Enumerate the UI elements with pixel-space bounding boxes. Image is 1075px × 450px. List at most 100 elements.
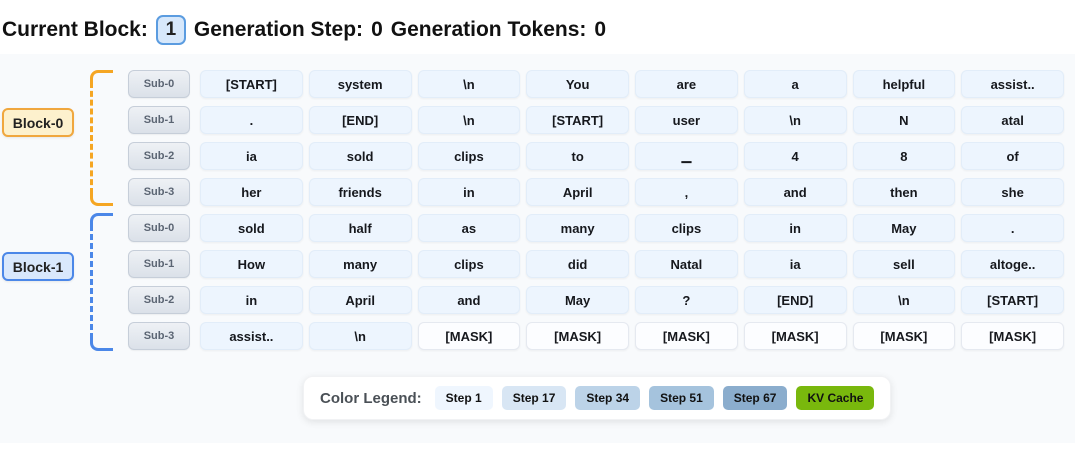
bracket-cap-bottom bbox=[90, 191, 113, 206]
token-cell[interactable]: user bbox=[635, 106, 738, 134]
block-label-1[interactable]: Block-1 bbox=[2, 252, 74, 281]
token-cell[interactable]: ia bbox=[743, 250, 847, 278]
mask-token-cell[interactable]: [MASK] bbox=[526, 322, 629, 350]
token-cell[interactable]: helpful bbox=[852, 70, 956, 98]
mask-token-cell[interactable]: [MASK] bbox=[635, 322, 738, 350]
sub-label-button[interactable]: Sub-0 bbox=[128, 70, 190, 98]
token-cell[interactable]: are bbox=[635, 70, 738, 98]
token-cell[interactable]: in bbox=[417, 178, 521, 206]
sub-label-button[interactable]: Sub-3 bbox=[128, 178, 190, 206]
token-cell[interactable]: friends bbox=[308, 178, 412, 206]
block-label-0[interactable]: Block-0 bbox=[2, 108, 74, 137]
legend-chip-step-67: Step 67 bbox=[722, 386, 788, 410]
color-legend-title: Color Legend: bbox=[320, 389, 422, 407]
token-cell[interactable]: half bbox=[308, 214, 412, 242]
token-cell[interactable]: assist.. bbox=[961, 70, 1064, 98]
token-cell[interactable]: and bbox=[743, 178, 847, 206]
sub-label-button[interactable]: Sub-0 bbox=[128, 214, 190, 242]
token-cell[interactable]: many bbox=[526, 214, 629, 242]
token-cell[interactable]: , bbox=[635, 178, 738, 206]
block-bracket-0 bbox=[90, 70, 114, 206]
token-cell[interactable]: clips bbox=[417, 142, 521, 170]
token-cell[interactable]: to bbox=[526, 142, 629, 170]
token-cell[interactable]: Natal bbox=[635, 250, 738, 278]
token-cell[interactable]: [START] bbox=[961, 286, 1064, 314]
token-cell[interactable]: You bbox=[526, 70, 629, 98]
token-cell[interactable]: . bbox=[200, 106, 303, 134]
token-cell[interactable]: May bbox=[852, 214, 956, 242]
token-cell[interactable]: April bbox=[308, 286, 412, 314]
token-cell[interactable]: ia bbox=[200, 142, 303, 170]
bracket-cap-bottom bbox=[90, 336, 113, 351]
token-cell[interactable]: [END] bbox=[308, 106, 412, 134]
token-cell[interactable]: \n bbox=[743, 106, 847, 134]
generation-tokens-label: Generation Tokens: bbox=[390, 18, 587, 41]
mask-token-cell[interactable]: [MASK] bbox=[417, 322, 521, 350]
token-cell[interactable]: did bbox=[526, 250, 629, 278]
token-cell[interactable]: . bbox=[961, 214, 1064, 242]
token-cell[interactable]: [START] bbox=[526, 106, 629, 134]
legend-chip-step-1: Step 1 bbox=[434, 386, 493, 410]
token-cell[interactable]: then bbox=[852, 178, 956, 206]
token-cell[interactable]: ▁ bbox=[635, 142, 738, 170]
sub-label-button[interactable]: Sub-2 bbox=[128, 142, 190, 170]
token-cell[interactable]: her bbox=[200, 178, 303, 206]
bracket-cap-top bbox=[90, 70, 113, 85]
token-cell[interactable]: May bbox=[526, 286, 629, 314]
token-cell[interactable]: April bbox=[526, 178, 629, 206]
token-cell[interactable]: \n bbox=[417, 70, 521, 98]
token-cell[interactable]: assist.. bbox=[200, 322, 303, 350]
token-cell[interactable]: [END] bbox=[743, 286, 847, 314]
mask-token-cell[interactable]: [MASK] bbox=[743, 322, 847, 350]
current-block-badge: 1 bbox=[155, 15, 186, 45]
token-cell[interactable]: \n bbox=[417, 106, 521, 134]
token-cell[interactable]: and bbox=[417, 286, 521, 314]
token-cell[interactable]: in bbox=[200, 286, 303, 314]
generation-step-label: Generation Step: bbox=[193, 18, 364, 41]
bracket-cap-top bbox=[90, 213, 113, 228]
token-cell[interactable]: of bbox=[961, 142, 1064, 170]
token-cell[interactable]: many bbox=[308, 250, 412, 278]
sub-label-button[interactable]: Sub-1 bbox=[128, 106, 190, 134]
token-cell[interactable]: N bbox=[852, 106, 956, 134]
token-cell[interactable]: \n bbox=[308, 322, 412, 350]
token-cell[interactable]: sell bbox=[852, 250, 956, 278]
token-cell[interactable]: clips bbox=[417, 250, 521, 278]
token-cell[interactable]: 4 bbox=[743, 142, 847, 170]
token-cell[interactable]: as bbox=[417, 214, 521, 242]
token-cell[interactable]: atal bbox=[961, 106, 1064, 134]
token-cell[interactable]: \n bbox=[852, 286, 956, 314]
mask-token-cell[interactable]: [MASK] bbox=[961, 322, 1064, 350]
token-cell[interactable]: she bbox=[961, 178, 1064, 206]
token-cell[interactable]: a bbox=[743, 70, 847, 98]
token-cell[interactable]: clips bbox=[635, 214, 738, 242]
token-cell[interactable]: sold bbox=[200, 214, 303, 242]
token-cell[interactable]: sold bbox=[308, 142, 412, 170]
token-cell[interactable]: How bbox=[200, 250, 303, 278]
token-cell[interactable]: in bbox=[743, 214, 847, 242]
status-header: Current Block: 1 Generation Step: 0 Gene… bbox=[2, 13, 606, 47]
token-cell[interactable]: ? bbox=[635, 286, 738, 314]
mask-token-cell[interactable]: [MASK] bbox=[852, 322, 956, 350]
sub-label-button[interactable]: Sub-2 bbox=[128, 286, 190, 314]
sub-label-button[interactable]: Sub-3 bbox=[128, 322, 190, 350]
token-cell[interactable]: altoge.. bbox=[961, 250, 1064, 278]
bracket-vline bbox=[90, 225, 93, 339]
token-cell[interactable]: [START] bbox=[200, 70, 303, 98]
block-bracket-1 bbox=[90, 213, 114, 351]
token-cell[interactable]: 8 bbox=[852, 142, 956, 170]
current-block-label: Current Block: bbox=[2, 18, 148, 41]
sub-label-button[interactable]: Sub-1 bbox=[128, 250, 190, 278]
legend-chip-step-17: Step 17 bbox=[501, 386, 567, 410]
token-cell[interactable]: system bbox=[308, 70, 412, 98]
